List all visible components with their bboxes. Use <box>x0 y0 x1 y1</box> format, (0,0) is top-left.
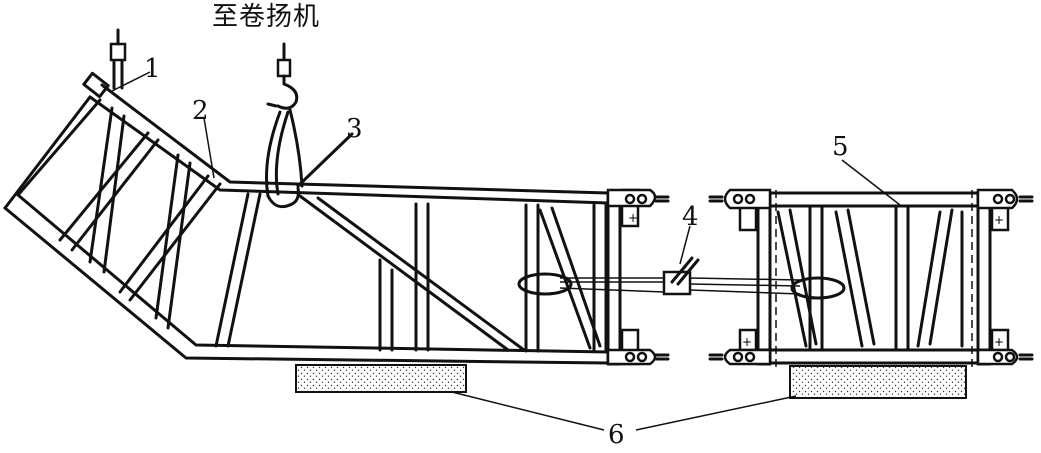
hoist-label: 至卷扬机 <box>212 2 321 32</box>
item-4-tie <box>517 256 846 300</box>
svg-text:+: + <box>628 211 638 225</box>
left-truss-section: + <box>3 83 670 366</box>
label-5: 5 <box>832 132 849 162</box>
label-6: 6 <box>608 420 625 450</box>
item-3-sling <box>265 42 354 209</box>
label-3: 3 <box>346 114 363 144</box>
item-6-sleepers <box>295 364 967 399</box>
svg-text:+: + <box>742 335 752 349</box>
right-truss-section: + + + <box>708 188 1034 368</box>
svg-text:+: + <box>994 335 1004 349</box>
label-1: 1 <box>144 54 161 84</box>
item-1-hanger <box>82 28 127 99</box>
svg-text:+: + <box>994 213 1004 227</box>
leader-lines <box>109 71 901 431</box>
label-2: 2 <box>192 96 209 126</box>
label-4: 4 <box>682 202 699 232</box>
